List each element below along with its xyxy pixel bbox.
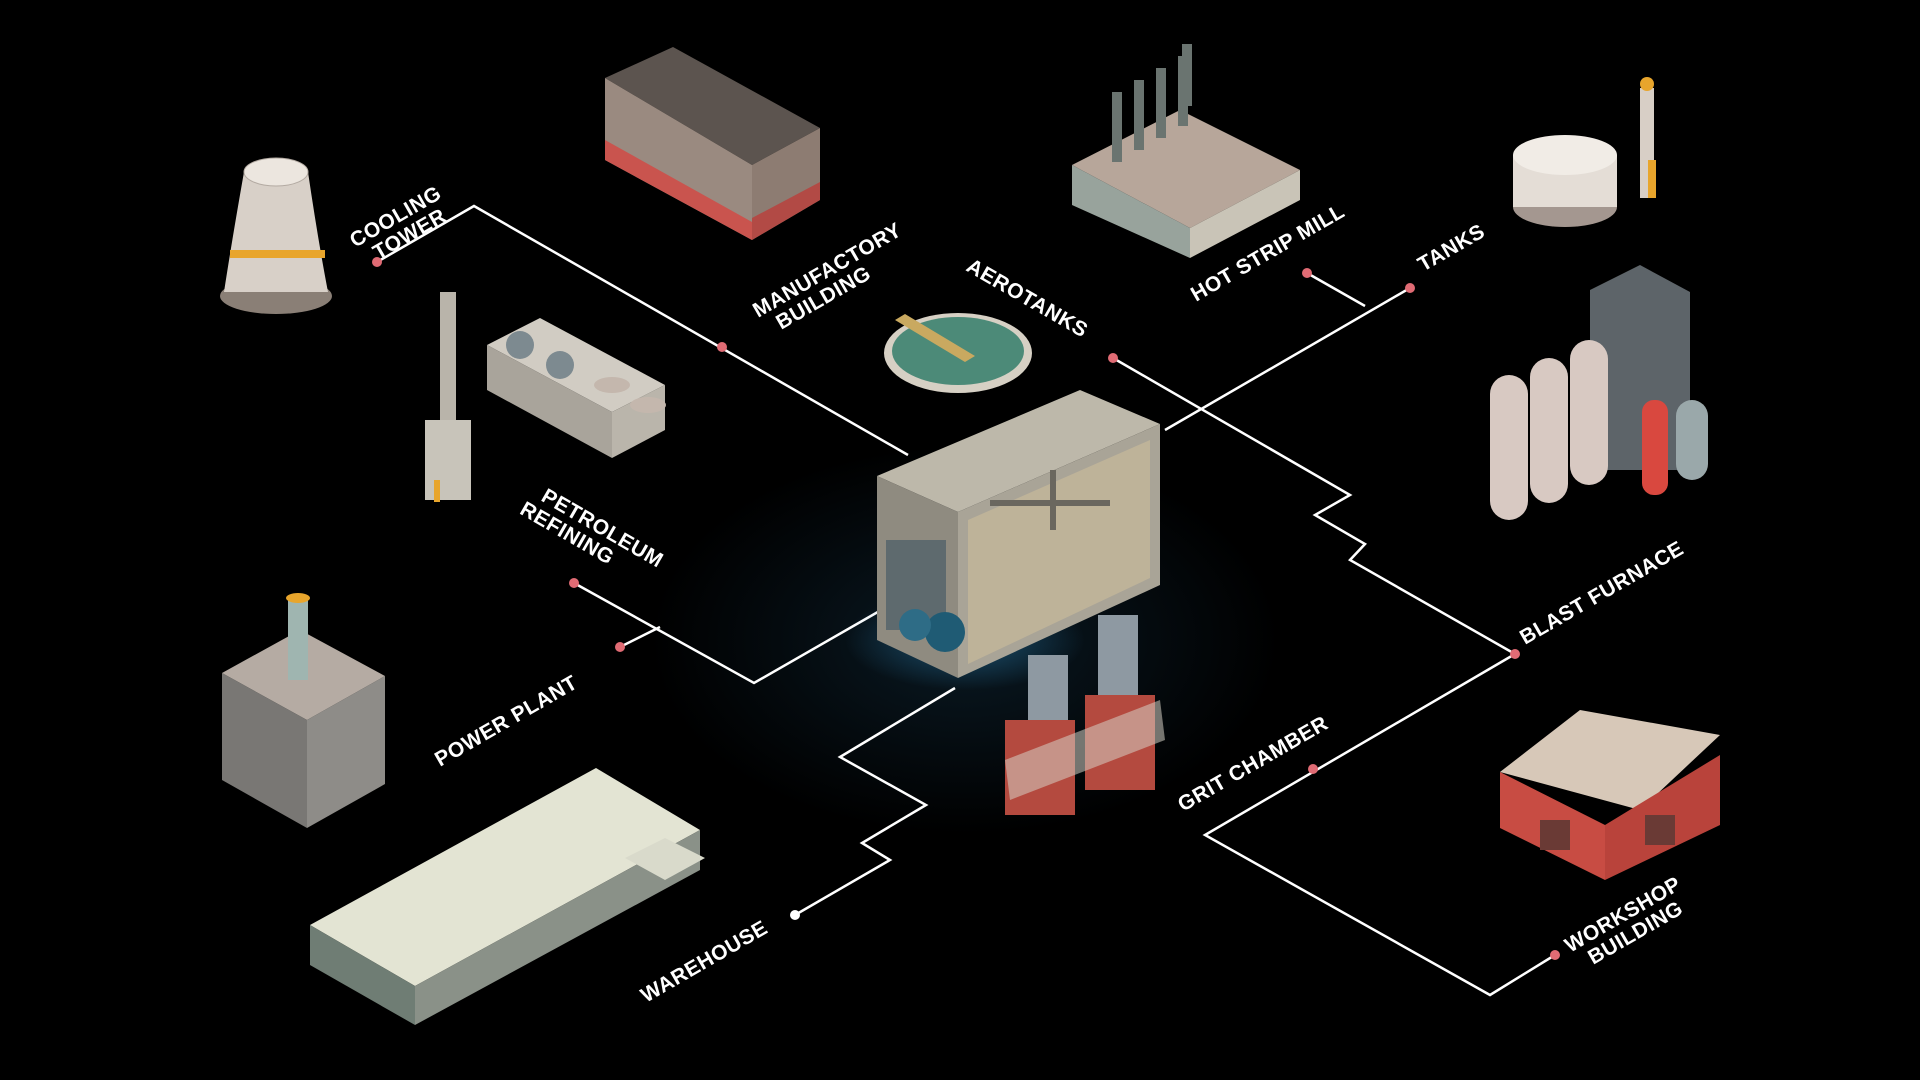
workshop-building-icon [1500, 710, 1720, 880]
dot-cooling-tower [372, 257, 382, 267]
dot-tanks [1405, 283, 1415, 293]
node-dots [372, 257, 1560, 960]
label-blast-furnace: BLAST FURNACE [1516, 537, 1688, 649]
label-workshop-building: WORKSHOP BUILDING [1561, 869, 1701, 976]
power-plant-icon [222, 593, 385, 828]
dot-hot-strip-mill [1302, 268, 1312, 278]
connector-tanks [1164, 286, 1411, 432]
connector-lines [376, 204, 1556, 997]
dot-blast-furnace [1510, 649, 1520, 659]
dot-manufactory [717, 342, 727, 352]
label-manufactory-building: MANUFACTORY BUILDING [749, 216, 922, 342]
connector-blast-workshop [1202, 652, 1556, 997]
label-grit-chamber: GRIT CHAMBER [1174, 712, 1332, 817]
dot-petroleum [569, 578, 579, 588]
grit-chamber-icon [1005, 615, 1165, 815]
label-petroleum-refining: PETROLEUM REFINING [516, 478, 672, 594]
dot-aerotanks [1108, 353, 1118, 363]
label-tanks: TANKS [1414, 220, 1489, 277]
connector-warehouse [794, 686, 956, 917]
connector-power-plant [619, 625, 661, 649]
petroleum-refinery-icon [425, 292, 666, 502]
label-warehouse: WAREHOUSE [637, 916, 772, 1007]
connector-cooling-tower [376, 204, 909, 457]
manufactory-building-icon [605, 47, 820, 240]
storage-tank-icon [1513, 77, 1656, 227]
cooling-tower-icon [220, 157, 332, 314]
connector-aerotanks [1112, 356, 1516, 656]
label-cooling-tower: COOLING TOWER [346, 178, 462, 271]
dot-workshop [1550, 950, 1560, 960]
connector-petroleum [573, 581, 891, 685]
label-power-plant: POWER PLANT [431, 671, 582, 771]
dot-power-plant [615, 642, 625, 652]
hot-strip-mill-icon [1072, 44, 1300, 258]
dot-warehouse [790, 910, 800, 920]
container-unit-icon [877, 390, 1160, 678]
connector-hot-strip-mill [1306, 271, 1366, 308]
dot-grit-chamber [1308, 764, 1318, 774]
aerotank-icon [884, 313, 1032, 393]
warehouse-icon [310, 768, 705, 1025]
blast-furnace-icon [1490, 265, 1708, 520]
